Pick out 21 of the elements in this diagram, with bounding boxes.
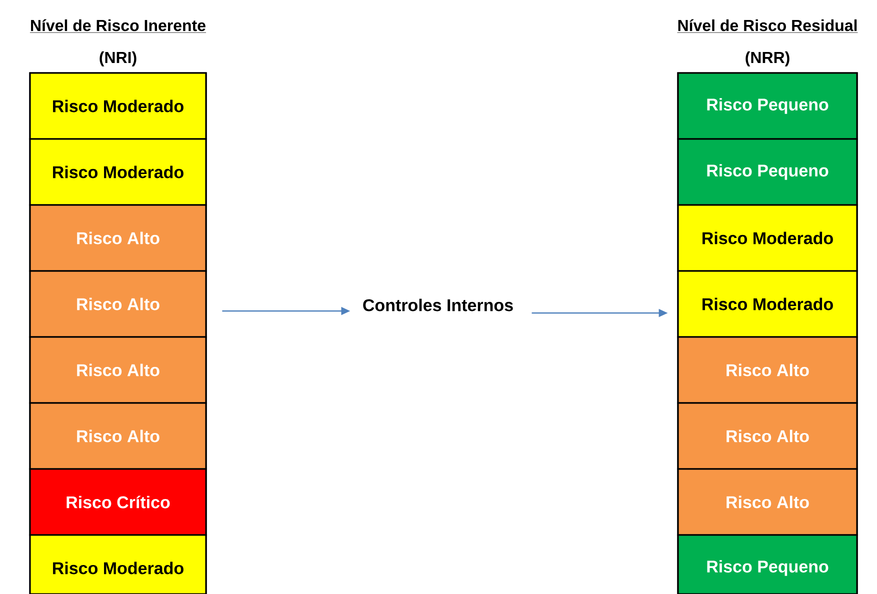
risk-cell: Risco Pequeno (677, 534, 858, 594)
risk-cell: Risco Moderado (29, 72, 207, 140)
process-label: Controles Internos (363, 298, 513, 312)
risk-cell: Risco Pequeno (677, 138, 858, 206)
column-abbreviation: (NRI) (100, 51, 136, 66)
risk-cell: Risco Alto (677, 468, 858, 536)
column-heading: Nível de Risco Inerente (30, 19, 206, 33)
column-heading: Nível de Risco Residual (677, 19, 858, 33)
risk-cell: Risco Alto (29, 204, 207, 272)
risk-cell: Risco Alto (29, 336, 207, 404)
column-abbreviation: (NRR) (746, 51, 790, 66)
risk-cell: Risco Alto (677, 402, 858, 470)
risk-cell: Risco Moderado (677, 204, 858, 272)
risk-cell: Risco Pequeno (677, 72, 858, 140)
risk-cell: Risco Alto (29, 270, 207, 338)
risk-cell: Risco Crítico (29, 468, 207, 536)
risk-cell: Risco Moderado (677, 270, 858, 338)
risk-cell: Risco Alto (677, 336, 858, 404)
risk-cell: Risco Moderado (29, 138, 207, 206)
risk-cell: Risco Moderado (29, 534, 207, 594)
risk-cell: Risco Alto (29, 402, 207, 470)
